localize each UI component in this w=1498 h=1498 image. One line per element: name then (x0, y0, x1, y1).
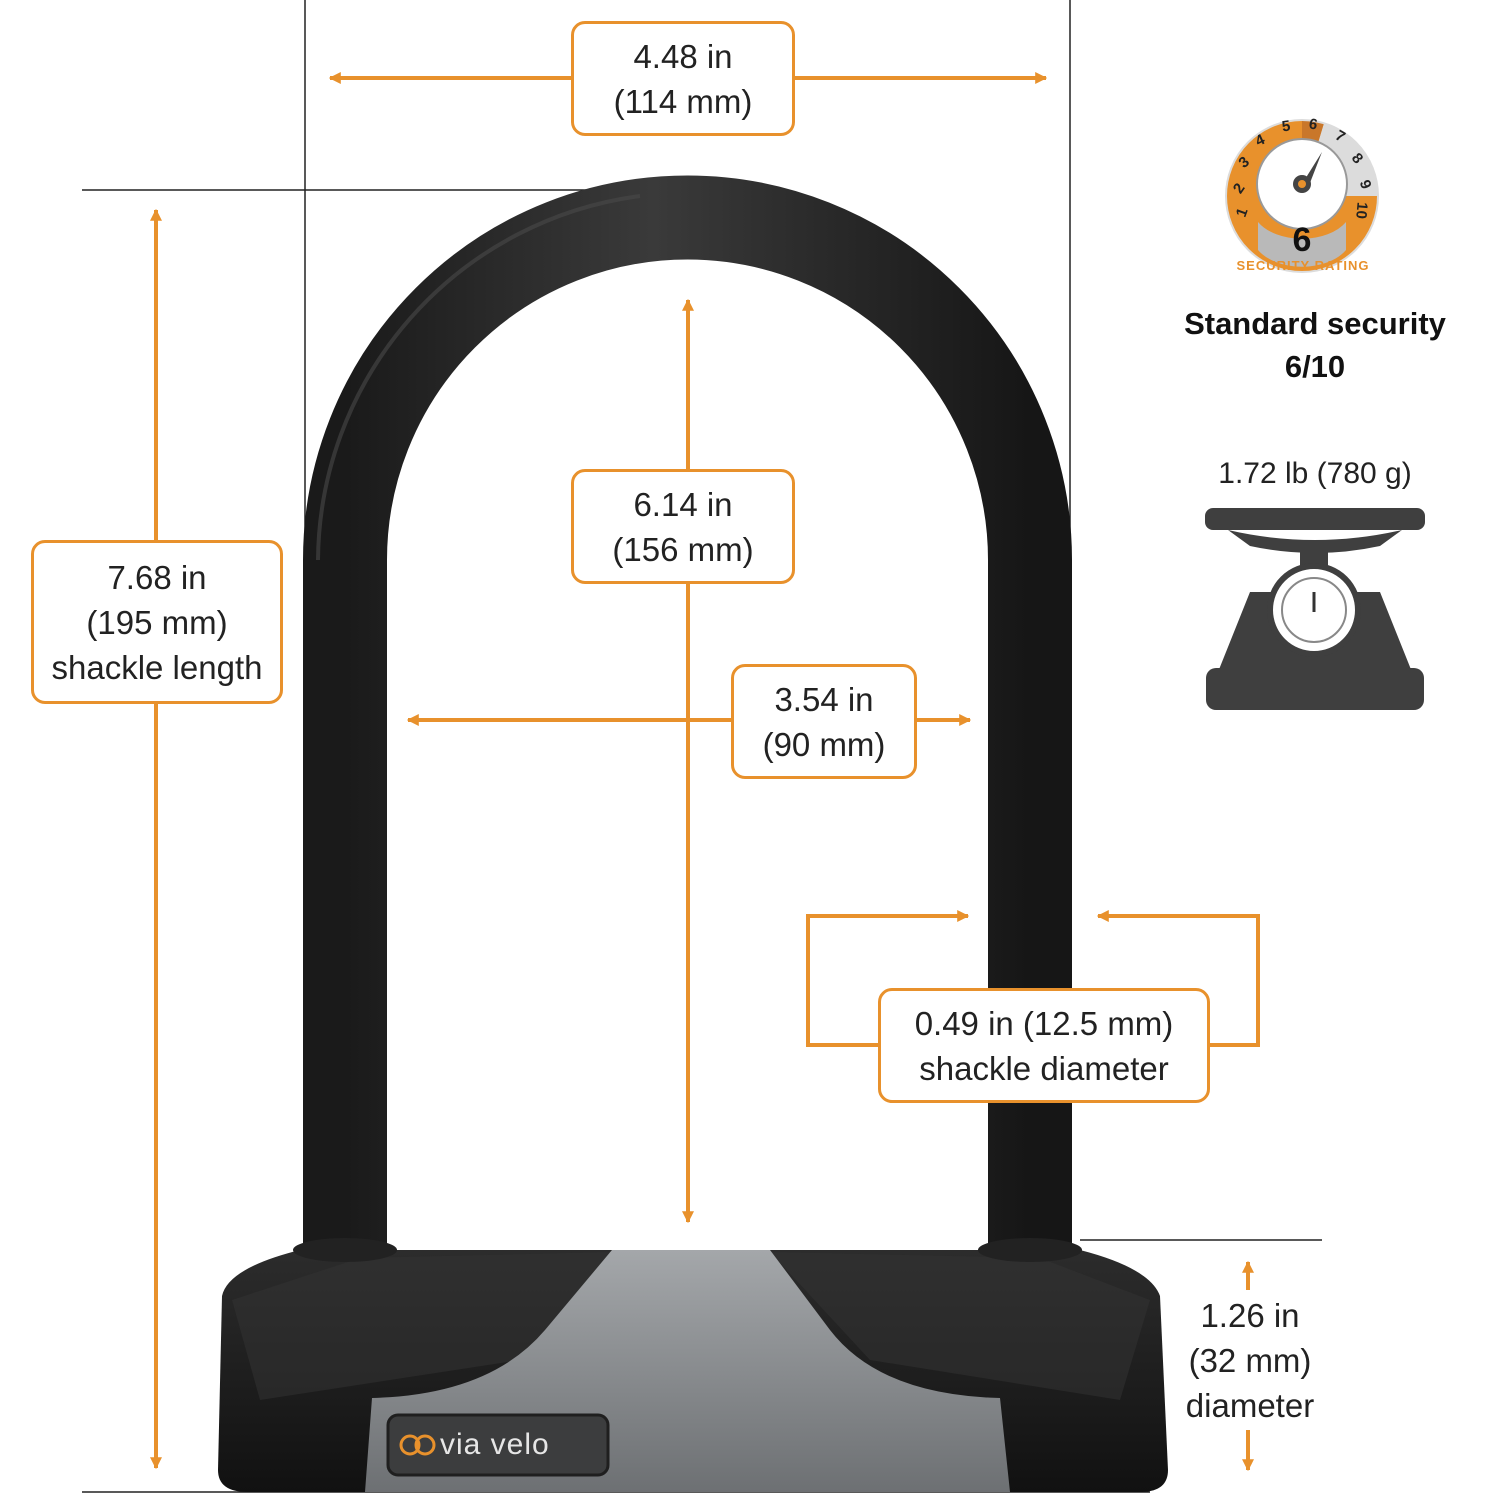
inner-width-mm: (90 mm) (762, 725, 886, 763)
inner-width-inches: 3.54 in (774, 680, 874, 718)
inner-height-mm: (156 mm) (612, 530, 754, 568)
security-heading: Standard security 6/10 (1150, 302, 1480, 388)
logo-plate (386, 1413, 610, 1477)
security-rating-caption: SECURITY RATING (1236, 258, 1370, 273)
shackle-diameter-value: 0.49 in (12.5 mm) (914, 1004, 1174, 1042)
outer-width-mm: (114 mm) (613, 82, 753, 120)
scale-icon (1205, 508, 1425, 710)
outer-width-label: 4.48 in (114 mm) (571, 21, 795, 136)
via-velo-logo-icon (399, 1434, 436, 1456)
inner-width-label: 3.54 in (90 mm) (731, 664, 917, 779)
body-diameter-mm: (32 mm) (1188, 1342, 1312, 1379)
brand-logo: via velo (398, 1422, 604, 1468)
brand-logo-text: via velo (440, 1428, 550, 1461)
shackle-length-mm: (195 mm) (86, 603, 228, 641)
body-diameter-caption: diameter (1185, 1387, 1315, 1424)
shackle-diameter-caption: shackle diameter (919, 1049, 1169, 1087)
inner-height-inches: 6.14 in (633, 485, 733, 523)
security-rating-value: 6 (1292, 221, 1312, 259)
lock-shackle (303, 175, 1072, 1245)
shackle-length-inches: 7.68 in (107, 558, 207, 596)
body-diameter-label: 1.26 in (32 mm) diameter (1160, 1293, 1340, 1428)
shackle-length-label: 7.68 in (195 mm) shackle length (31, 540, 283, 704)
shackle-diameter-label: 0.49 in (12.5 mm) shackle diameter (878, 988, 1210, 1103)
weight-label: 1.72 lb (780 g) (1218, 457, 1412, 490)
dial-number: 10 (1352, 201, 1371, 220)
outer-width-inches: 4.48 in (633, 37, 733, 75)
security-heading-line1: Standard security (1184, 306, 1446, 341)
inner-height-label: 6.14 in (156 mm) (571, 469, 795, 584)
body-diameter-inches: 1.26 in (1200, 1297, 1300, 1334)
security-heading-line2: 6/10 (1284, 349, 1346, 384)
shackle-length-caption: shackle length (51, 648, 263, 686)
dimension-lines (150, 72, 1260, 1472)
security-rating-dial-icon (1225, 119, 1379, 273)
